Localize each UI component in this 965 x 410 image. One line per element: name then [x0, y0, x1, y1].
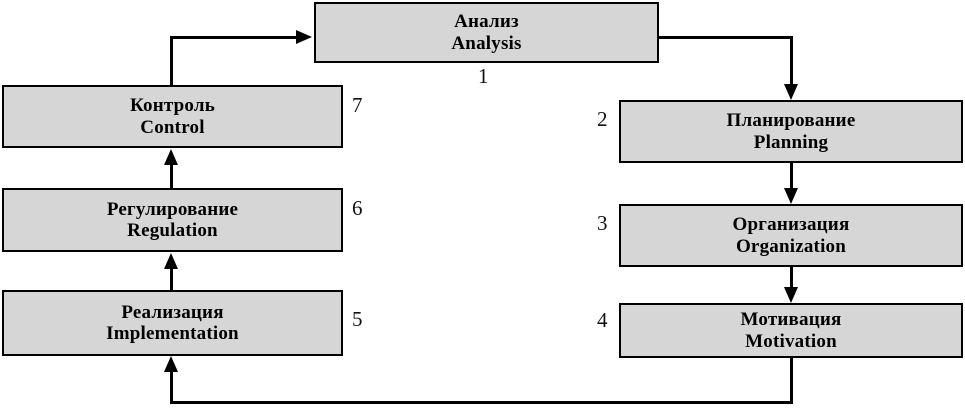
edge-motivation-to-implementation-horizontal [170, 401, 793, 404]
edge-regulation-to-control [170, 165, 173, 189]
node-organization-label-ru: Организация [732, 214, 850, 236]
node-implementation[interactable]: Реализация Implementation [2, 290, 343, 356]
node-control[interactable]: Контроль Control [2, 85, 343, 148]
node-control-label-ru: Контроль [130, 95, 215, 117]
node-control-label-en: Control [140, 116, 205, 138]
edge-implementation-to-regulation [170, 268, 173, 291]
node-regulation-label-en: Regulation [127, 220, 218, 241]
node-motivation-number: 4 [597, 308, 608, 332]
node-regulation-label-ru: Регулирование [106, 198, 239, 220]
arrowhead-into-implementation [164, 356, 178, 372]
node-organization-number: 3 [597, 211, 608, 235]
node-organization-label-en: Organization [735, 235, 847, 257]
node-analysis[interactable]: Анализ Analysis [314, 2, 659, 63]
node-regulation[interactable]: Регулирование Regulation [2, 188, 343, 252]
node-implementation-label-en: Implementation [106, 323, 239, 344]
node-planning-label-en: Planning [753, 131, 829, 153]
arrowhead-into-regulation [164, 253, 178, 269]
arrowhead-into-analysis [296, 30, 312, 44]
edge-organization-to-motivation [790, 266, 793, 289]
edge-analysis-to-planning-horizontal [657, 36, 793, 39]
arrowhead-into-control [164, 149, 178, 165]
edge-control-to-analysis-horizontal [170, 36, 296, 39]
node-analysis-label-en: Analysis [451, 32, 522, 54]
edge-analysis-to-planning-vertical [790, 36, 793, 86]
node-implementation-label-ru: Реализация [121, 301, 224, 323]
node-planning-number: 2 [597, 107, 608, 131]
node-planning[interactable]: Планирование Planning [619, 100, 963, 163]
node-motivation-label-en: Motivation [745, 330, 837, 352]
edge-motivation-to-implementation-vertical-right [790, 356, 793, 403]
node-control-number: 7 [352, 93, 363, 117]
node-motivation-label-ru: Мотивация [740, 309, 842, 331]
arrowhead-into-organization [784, 188, 798, 204]
arrowhead-into-motivation [784, 287, 798, 303]
node-implementation-number: 5 [352, 307, 363, 331]
arrowhead-into-planning [784, 84, 798, 100]
node-analysis-number: 1 [478, 64, 489, 88]
edge-motivation-to-implementation-vertical-left [170, 370, 173, 403]
node-analysis-label-ru: Анализ [454, 11, 519, 33]
node-motivation[interactable]: Мотивация Motivation [619, 303, 963, 358]
edge-control-to-analysis-vertical [170, 38, 173, 86]
node-organization[interactable]: Организация Organization [619, 204, 963, 267]
node-regulation-number: 6 [352, 196, 363, 220]
node-planning-label-ru: Планирование [726, 110, 856, 132]
edge-planning-to-organization [790, 163, 793, 190]
